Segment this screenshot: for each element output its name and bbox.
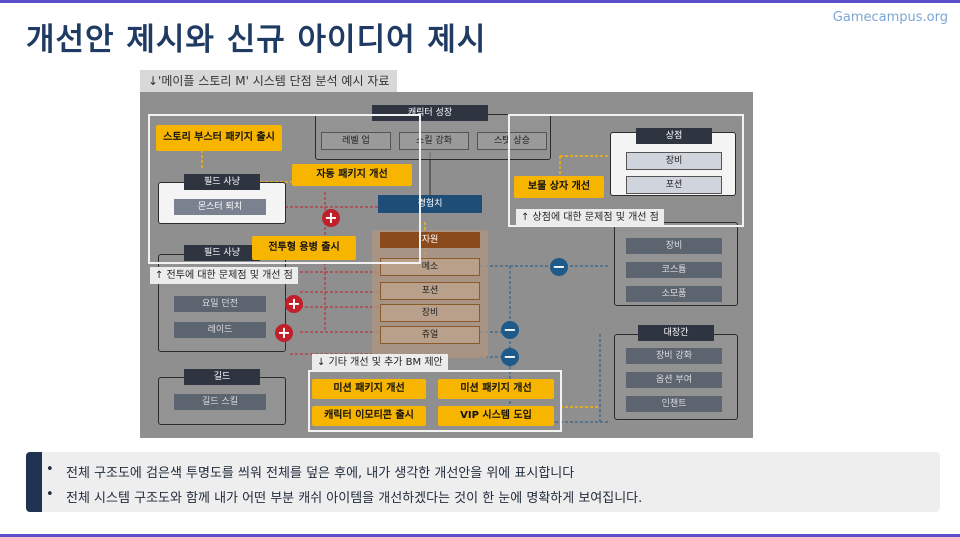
shop2-equipment-node: 장비 — [626, 238, 722, 254]
monster-kill-node: 몬스터 퇴치 — [174, 199, 266, 215]
plus-icon: + — [285, 295, 303, 313]
emoticon-proposal: 캐릭터 이모티콘 출시 — [312, 406, 426, 426]
vip-proposal: VIP 시스템 도입 — [438, 406, 554, 426]
bullet-text-2: 전체 시스템 구조도와 함께 내가 어떤 부분 캐쉬 아이템을 개선하겠다는 것… — [66, 491, 643, 506]
field-hunt-title-1: 필드 사냥 — [184, 174, 260, 190]
minus-icon: − — [550, 258, 568, 276]
level-up-node: 레벨 업 — [321, 132, 391, 150]
auto-package-proposal: 자동 패키지 개선 — [292, 164, 412, 186]
bottom-accent-line — [0, 534, 960, 537]
diagram-caption: ↓'메이플 스토리 M' 시스템 단점 분석 예시 자료 — [140, 70, 398, 92]
field-hunt-title-2: 필드 사냥 — [184, 245, 260, 261]
jewel-node: 쥬얼 — [380, 326, 480, 344]
bullet-icon: • — [46, 487, 54, 502]
enhance-node: 장비 강화 — [626, 348, 722, 364]
minus-icon: − — [501, 321, 519, 339]
daily-dungeon-node: 요일 던전 — [174, 296, 266, 312]
mission-package-proposal-2: 미션 패키지 개선 — [438, 379, 554, 399]
shop-equipment-node: 장비 — [626, 152, 722, 170]
equipment-node: 장비 — [380, 304, 480, 322]
plus-icon: + — [275, 324, 293, 342]
guild-skill-node: 길드 스킬 — [174, 394, 266, 410]
system-diagram: 캐릭터 성장 레벨 업 스킬 강화 스탯 상승 필드 사냥 몬스터 퇴치 필드 … — [140, 92, 753, 438]
stat-up-node: 스탯 상승 — [477, 132, 547, 150]
shop-issue-note: ↑ 상점에 대한 문제점 및 개선 점 — [516, 209, 664, 226]
enchant-node: 인챈트 — [626, 396, 722, 412]
resources-title: 자원 — [380, 232, 480, 248]
treasure-box-proposal: 보물 상자 개선 — [514, 176, 604, 198]
etc-highlight-frame — [308, 370, 562, 432]
combat-mercenary-proposal: 전투형 용병 출시 — [252, 236, 356, 260]
combat-issue-note: ↑ 전투에 대한 문제점 및 개선 점 — [150, 267, 298, 284]
page-title: 개선안 제시와 신규 아이디어 제시 — [26, 22, 487, 58]
notes-box: • 전체 구조도에 검은색 투명도를 씌워 전체를 덮은 후에, 내가 생각한 … — [26, 452, 940, 512]
character-growth-title: 캐릭터 성장 — [372, 105, 488, 121]
bullet-text-1: 전체 구조도에 검은색 투명도를 씌워 전체를 덮은 후에, 내가 생각한 개선… — [66, 466, 575, 481]
exp-node: 경험치 — [378, 195, 482, 213]
top-accent-line — [0, 0, 960, 3]
bullet-icon: • — [46, 462, 54, 477]
shop-title: 상점 — [636, 128, 712, 144]
costume-node: 코스튬 — [626, 262, 722, 278]
mission-package-proposal-1: 미션 패키지 개선 — [312, 379, 426, 399]
plus-icon: + — [322, 209, 340, 227]
potion-node: 포션 — [380, 282, 480, 300]
shop-potion-node: 포션 — [626, 176, 722, 194]
shop-highlight-frame — [508, 114, 744, 227]
option-node: 옵션 부여 — [626, 372, 722, 388]
raid-node: 레이드 — [174, 322, 266, 338]
etc-note: ↓ 기타 개선 및 추가 BM 제안 — [312, 354, 448, 371]
guild-title: 길드 — [184, 369, 260, 385]
smith-title: 대장간 — [638, 325, 714, 341]
skill-upgrade-node: 스킬 강화 — [399, 132, 469, 150]
minus-icon: − — [501, 348, 519, 366]
watermark: Gamecampus.org — [832, 10, 948, 25]
story-booster-proposal: 스토리 부스터 패키지 출시 — [156, 125, 282, 151]
combat-highlight-frame — [148, 114, 421, 264]
notes-accent-bar — [26, 452, 42, 512]
consumable-node: 소모품 — [626, 286, 722, 302]
